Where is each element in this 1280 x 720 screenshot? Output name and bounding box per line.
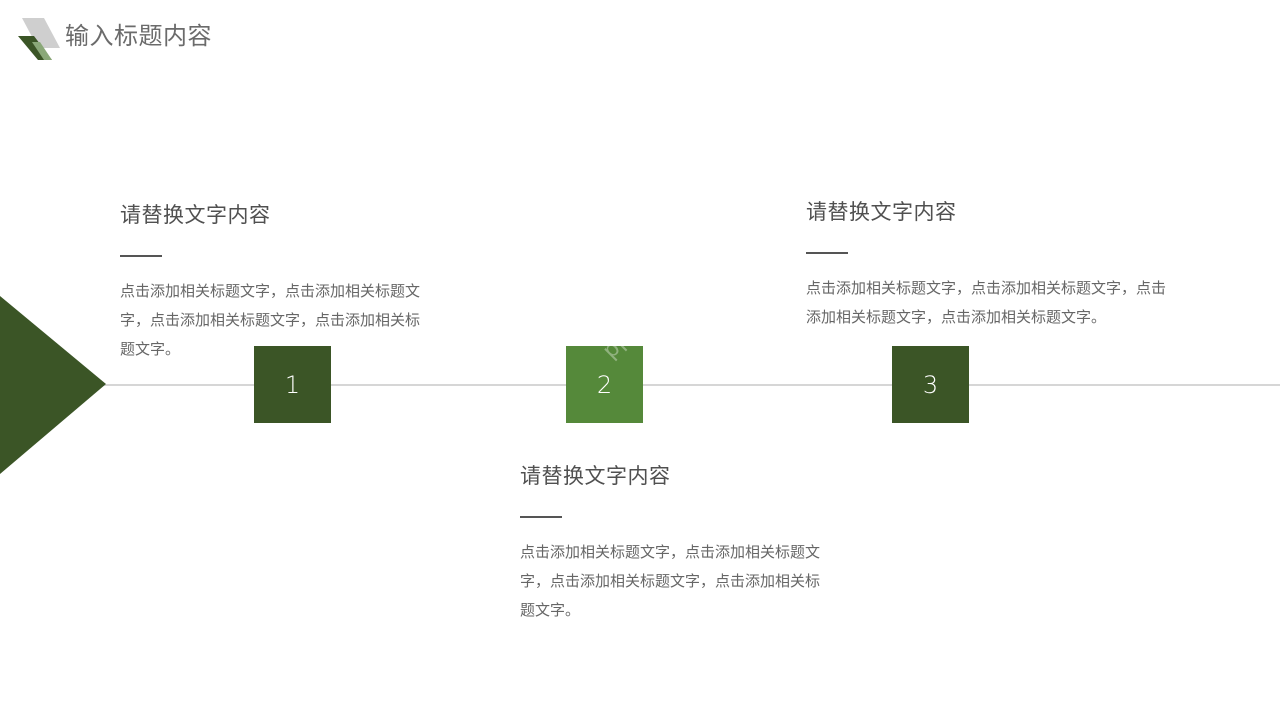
step-3-number: 3 (922, 370, 939, 399)
step-2-box: 2 (566, 346, 643, 423)
step-2-card: 请替换文字内容 点击添加相关标题文字，点击添加相关标题文字，点击添加相关标题文字… (520, 462, 830, 625)
step-3-divider (806, 252, 848, 254)
step-1-card: 请替换文字内容 点击添加相关标题文字，点击添加相关标题文字，点击添加相关标题文字… (120, 201, 430, 364)
step-1-box: 1 (254, 346, 331, 423)
step-2-body: 点击添加相关标题文字，点击添加相关标题文字，点击添加相关标题文字，点击添加相关标… (520, 543, 821, 619)
triangle-arrow-icon (0, 296, 106, 474)
step-1-body: 点击添加相关标题文字，点击添加相关标题文字，点击添加相关标题文字，点击添加相关标… (120, 282, 421, 358)
step-1-number: 1 (284, 370, 301, 399)
step-3-card: 请替换文字内容 点击添加相关标题文字，点击添加相关标题文字，点击添加相关标题文字… (806, 198, 1166, 332)
step-3-body: 点击添加相关标题文字，点击添加相关标题文字，点击添加相关标题文字，点击添加相关标… (806, 279, 1167, 326)
step-1-title: 请替换文字内容 (120, 203, 271, 227)
step-3-box: 3 (892, 346, 969, 423)
timeline-line (100, 384, 1280, 386)
page-title: 输入标题内容 (65, 22, 212, 50)
step-2-title: 请替换文字内容 (520, 464, 671, 488)
logo-icon (18, 18, 60, 60)
step-3-title: 请替换文字内容 (806, 200, 957, 224)
step-2-number: 2 (596, 370, 613, 399)
step-1-divider (120, 255, 162, 257)
step-2-divider (520, 516, 562, 518)
